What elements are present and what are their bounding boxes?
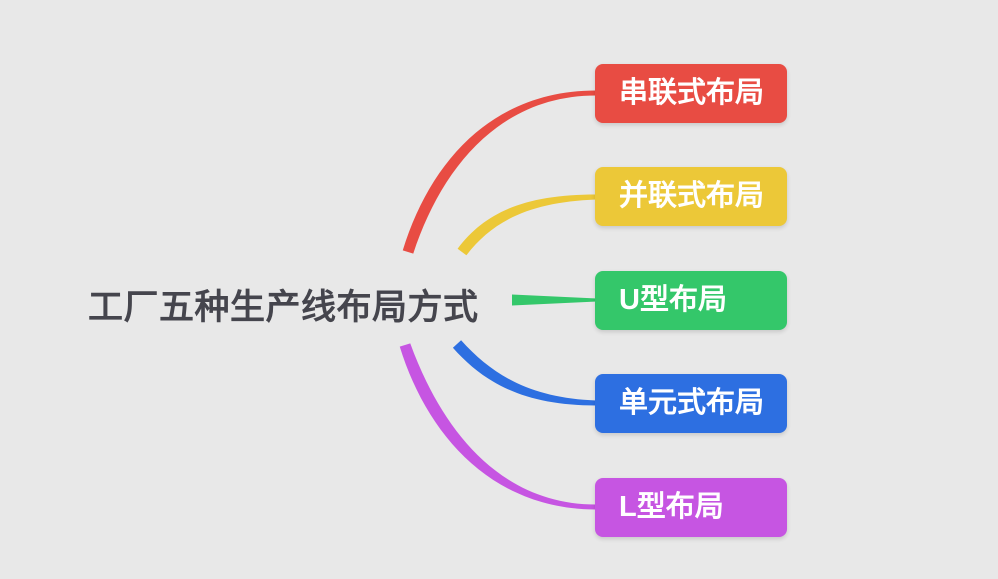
branch-node-label: 单元式布局 [619, 387, 765, 419]
branch-node-label: 并联式布局 [619, 180, 765, 212]
branch-curve-u-shape [512, 294, 597, 306]
branch-node-label: U型布局 [619, 284, 727, 316]
branch-node-label: 串联式布局 [619, 77, 765, 109]
branch-curve-serial [402, 90, 596, 254]
branch-node-cell-layout[interactable]: 单元式布局 [595, 374, 787, 433]
branch-curve-parallel [457, 194, 596, 256]
branch-node-parallel-layout[interactable]: 并联式布局 [595, 167, 787, 226]
root-topic[interactable]: 工厂五种生产线布局方式 [88, 288, 479, 327]
branch-node-label: L型布局 [619, 491, 724, 523]
branch-node-serial-layout[interactable]: 串联式布局 [595, 64, 787, 123]
branch-curve-l-shape [399, 343, 596, 510]
branch-node-l-shape-layout[interactable]: L型布局 [595, 478, 787, 537]
branch-curve-cell [452, 340, 596, 406]
branch-node-u-shape-layout[interactable]: U型布局 [595, 271, 787, 330]
